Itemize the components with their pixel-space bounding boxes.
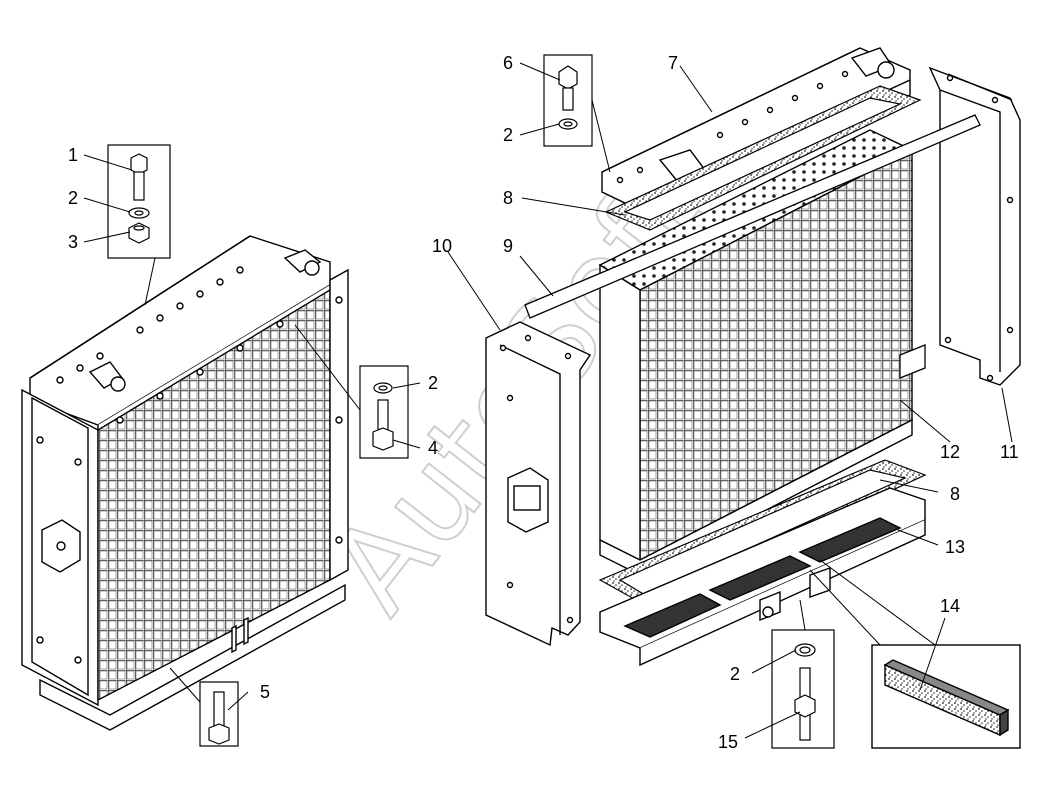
- side-frame-10: [485, 321, 592, 647]
- callout-2d: 2: [730, 664, 740, 684]
- callout-10: 10: [432, 236, 452, 256]
- callout-6: 6: [503, 53, 513, 73]
- leader-lines: [83, 62, 1013, 739]
- callout-3: 3: [68, 232, 78, 252]
- fastener-box-2-4: [359, 365, 409, 459]
- assembled-radiator: [21, 235, 349, 731]
- callout-2a: 2: [68, 188, 78, 208]
- fastener-box-6-2: [543, 54, 593, 147]
- callout-11: 11: [1000, 442, 1019, 462]
- callout-2b: 2: [428, 373, 438, 393]
- upper-gasket-8: [604, 85, 922, 231]
- seal-strip-inset-14: [871, 644, 1021, 749]
- lower-gasket-8: [598, 459, 927, 606]
- callout-13: 13: [945, 537, 965, 557]
- fastener-box-1-2-3: [107, 144, 171, 259]
- fastener-box-2-15: [771, 629, 835, 749]
- fastener-box-5: [199, 681, 239, 747]
- callout-9: 9: [503, 236, 513, 256]
- callout-8b: 8: [950, 484, 960, 504]
- callout-12: 12: [940, 442, 960, 462]
- callout-5: 5: [260, 682, 270, 702]
- callout-15: 15: [718, 732, 738, 752]
- callout-4: 4: [428, 438, 438, 458]
- callout-labels: 1 2 3 2 4 5 6 2 7 8 10 9 12 11 8 13 14 2…: [68, 53, 1019, 752]
- callout-1: 1: [68, 145, 78, 165]
- callout-7: 7: [668, 53, 678, 73]
- callout-8a: 8: [503, 188, 513, 208]
- callout-14: 14: [940, 596, 960, 616]
- strip-9: [524, 114, 981, 379]
- callout-2c: 2: [503, 125, 513, 145]
- side-panel-11: [928, 66, 1021, 386]
- bottom-tank-13: [599, 487, 926, 667]
